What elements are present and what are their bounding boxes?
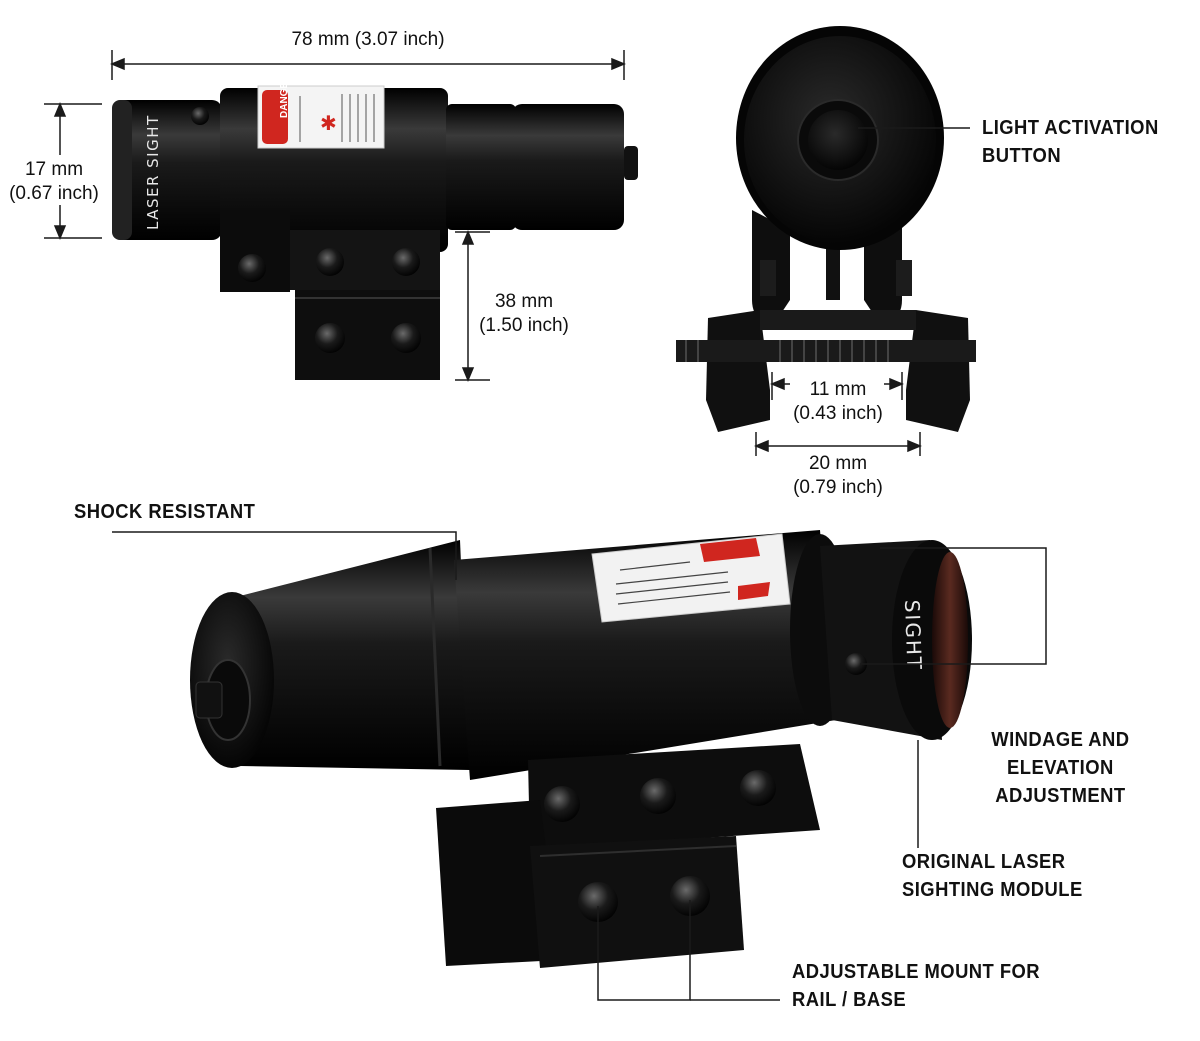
callout-shock-resistant: SHOCK RESISTANT [74,501,256,523]
callout-module-line2: SIGHTING MODULE [902,879,1083,901]
dimension-diameter-label: 17 mm (0.67 inch) [2,158,106,206]
leader-lines [112,531,1047,1001]
dimension-rail-width-mm: 20 mm [808,453,868,474]
callout-mount-line2: RAIL / BASE [792,989,907,1011]
dimension-rail-width-in: (0.79 inch) [793,477,883,498]
engraving-laser-sight: LASER SIGHT [144,114,162,230]
callout-light-activation-line2: BUTTON [982,145,1062,167]
dimension-mount-height-mm: 38 mm [494,291,554,312]
side-view-laser: DANGER ✱ LASER SIGHT [112,74,638,380]
dimension-diameter-in: (0.67 inch) [9,183,99,204]
callout-module-line1: ORIGINAL LASER [902,851,1066,873]
callout-windage-line1: WINDAGE AND [991,729,1130,751]
activation-button-icon [808,110,868,170]
callout-light-activation-button: LIGHT ACTIVATION BUTTON [982,114,1159,170]
dimension-lines-front [754,127,970,456]
angled-view-laser: SIGHT [190,530,972,968]
dimension-clamp-gap-in: (0.43 inch) [793,403,883,424]
dimension-rail-width-label: 20 mm (0.79 inch) [780,452,896,500]
warning-label-angled [591,533,791,623]
callout-original-module: ORIGINAL LASER SIGHTING MODULE [902,848,1083,904]
engraving-sight: SIGHT [900,599,926,671]
callout-adjustable-mount: ADJUSTABLE MOUNT FOR RAIL / BASE [792,958,1040,1014]
callout-light-activation-line1: LIGHT ACTIVATION [982,117,1159,139]
front-view-laser [676,26,976,432]
svg-text:DANGER: DANGER [279,74,290,118]
dimension-mount-height-label: 38 mm (1.50 inch) [468,290,580,338]
warning-label: DANGER ✱ [257,74,385,149]
callout-mount-line1: ADJUSTABLE MOUNT FOR [792,961,1041,983]
dimension-mount-height-in: (1.50 inch) [479,315,569,336]
dimension-lines-side [44,50,626,382]
callout-windage-line2: ELEVATION ADJUSTMENT [995,757,1126,807]
svg-text:✱: ✱ [320,111,337,135]
dimension-clamp-gap-mm: 11 mm [809,379,867,400]
dimension-length-label: 78 mm (3.07 inch) [291,29,445,50]
dimension-diameter-mm: 17 mm [24,159,84,180]
dimension-clamp-gap-label: 11 mm (0.43 inch) [780,378,896,426]
callout-windage-elevation: WINDAGE AND ELEVATION ADJUSTMENT [950,726,1171,810]
